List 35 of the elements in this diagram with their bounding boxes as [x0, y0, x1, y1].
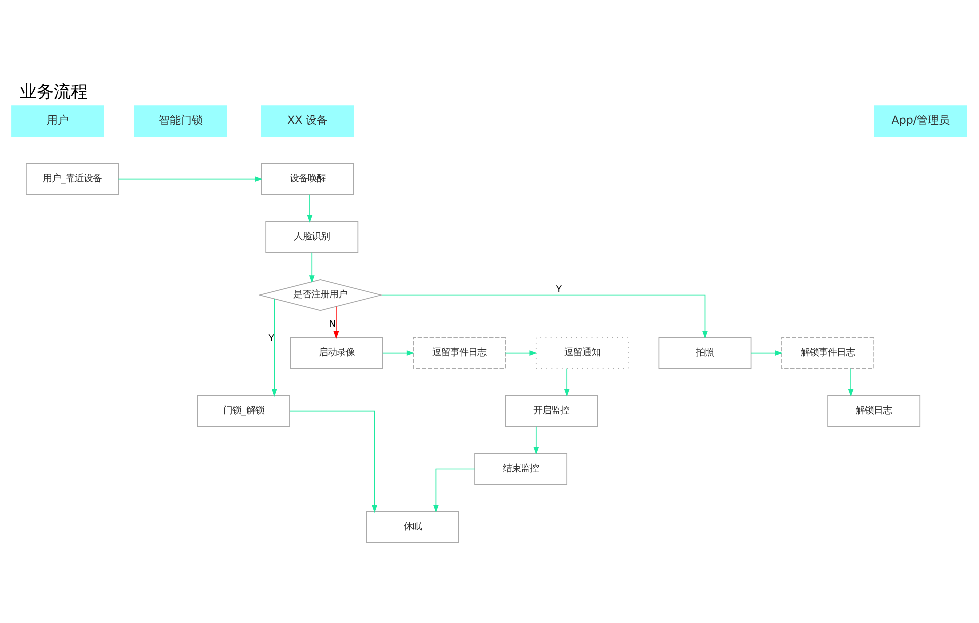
arrow [848, 368, 854, 397]
arrow [118, 176, 264, 182]
node-box: 结束监控 [474, 453, 568, 486]
edge-label: N [329, 318, 336, 330]
node-box: 启动录像 [290, 338, 384, 370]
node-box: 用户_靠近设备 [26, 164, 119, 196]
node-box: 解锁事件日志 [782, 338, 874, 370]
node-box: 逗留事件日志 [413, 338, 506, 370]
arrow [307, 194, 313, 224]
node-box: App/管理员 [874, 106, 968, 138]
node-box: 拍照 [658, 338, 752, 370]
edge-label: Y [556, 284, 562, 296]
arrow [534, 426, 540, 455]
node-box: 解锁日志 [828, 396, 921, 428]
node-box: 逗留通知 [536, 338, 629, 370]
node-diamond: 是否注册用户 [258, 280, 382, 312]
node-box: 人脸识别 [266, 222, 359, 254]
arrow [750, 350, 783, 356]
node-box: 设备唤醒 [261, 164, 354, 196]
arrow [382, 350, 415, 356]
arrow [309, 252, 315, 284]
arrow [334, 306, 340, 340]
arrow [290, 410, 378, 514]
arrow [272, 298, 278, 398]
arrow [382, 294, 708, 340]
node-box: XX 设备 [261, 106, 354, 138]
arrow [505, 350, 538, 356]
node-box: 休眠 [366, 511, 460, 544]
node-box: 门锁_解锁 [197, 396, 290, 428]
node-box: 开启监控 [505, 396, 598, 428]
node-box: 智能门锁 [134, 106, 228, 138]
node-box: 用户 [12, 106, 104, 138]
arrow [434, 468, 476, 513]
arrow [564, 368, 570, 397]
diagram-title: 业务流程 [20, 82, 88, 102]
